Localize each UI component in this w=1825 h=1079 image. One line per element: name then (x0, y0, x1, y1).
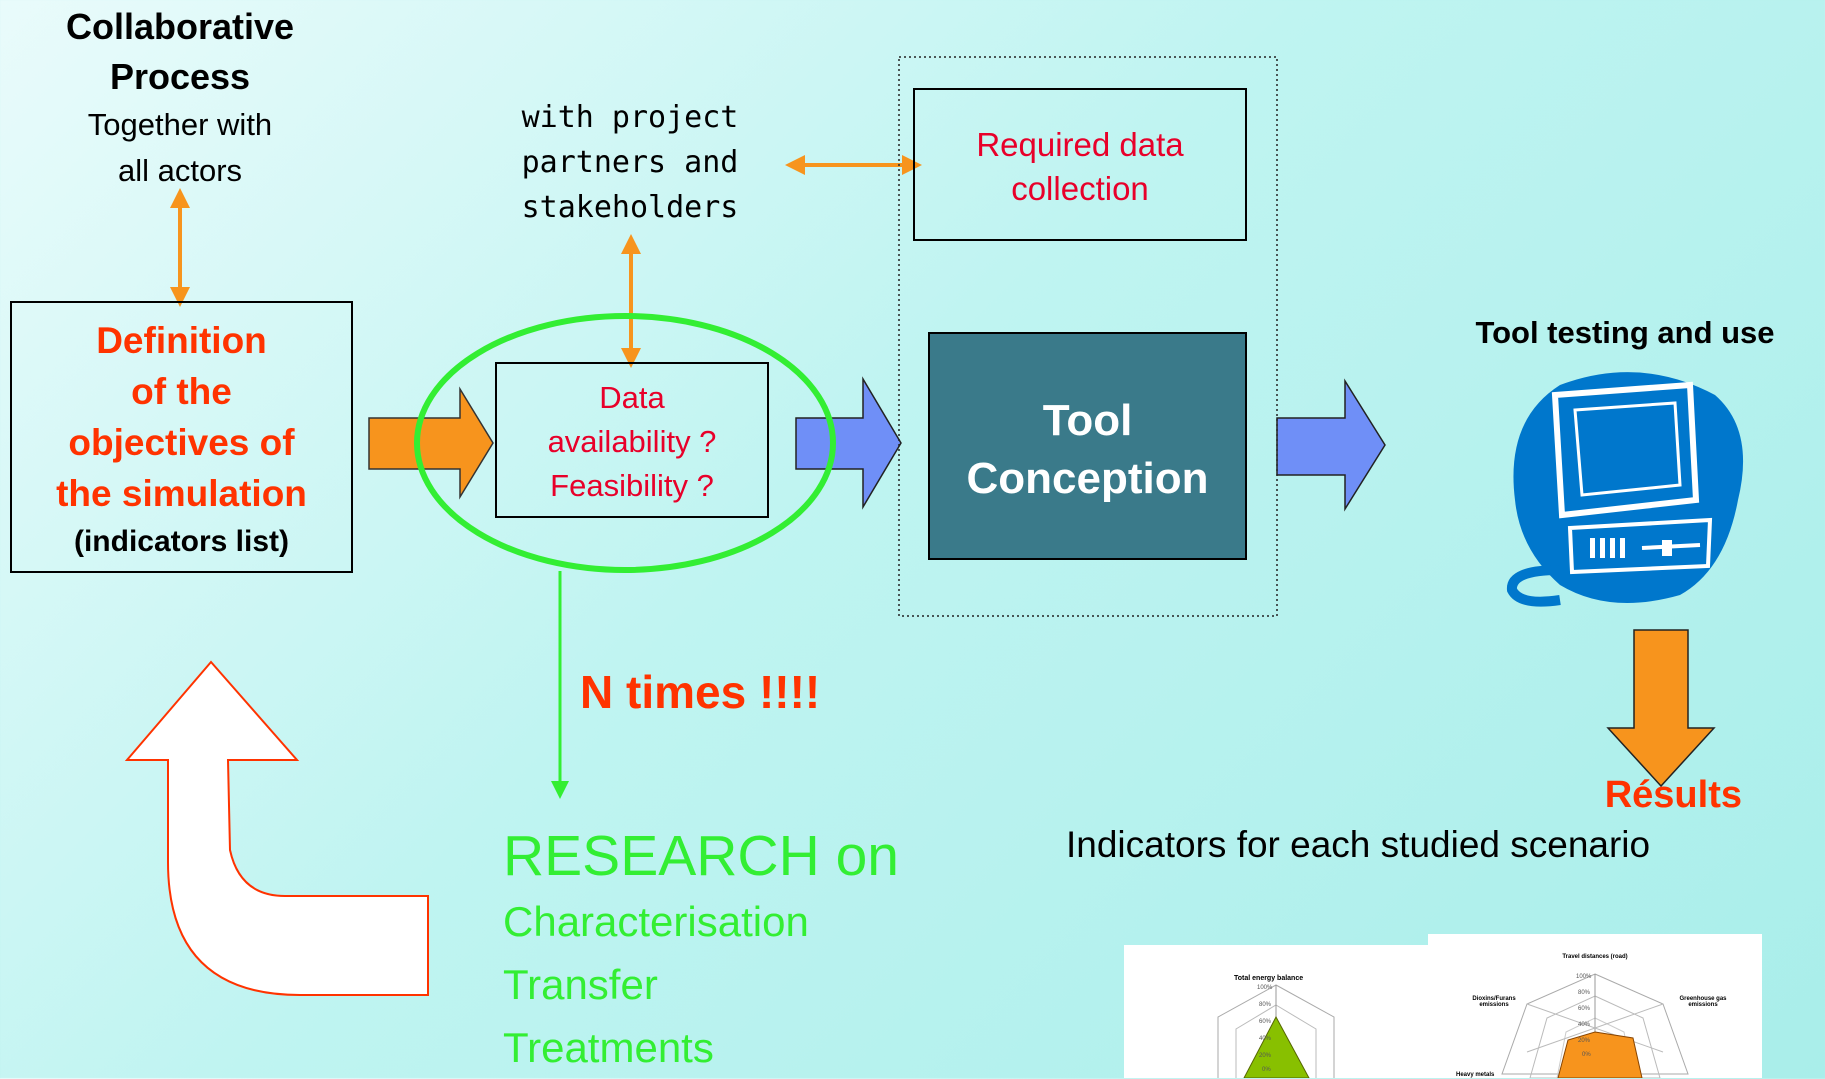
availability-line2: availability ? (547, 424, 717, 459)
radar-1-tick-0: 100% (1257, 985, 1273, 991)
radar-2-tick-1: 80% (1578, 990, 1591, 996)
required-box: Required data collection (913, 88, 1247, 241)
tool-group-frame (898, 56, 1278, 617)
research-item-treatments: Treatments (503, 1024, 714, 1071)
availability-line3: Feasibility ? (550, 468, 714, 503)
radar-2-tick-4: 20% (1578, 1038, 1591, 1044)
collab-block: Collaborative Process Together with all … (20, 2, 340, 194)
radar-thumbnail-1: Total energy balance 100% 80% 60% 40% 20… (1124, 945, 1428, 1078)
partners-line2: partners and (521, 145, 739, 180)
radar-1-axis-title: Total energy balance (1234, 975, 1304, 982)
partners-block: with project partners and stakeholders (485, 95, 775, 230)
availability-to-tool-arrow (795, 376, 902, 510)
results-title: Résults (1604, 774, 1742, 816)
research-block: RESEARCH on Characterisation Transfer Tr… (503, 822, 899, 1079)
tool-box: Tool Conception (928, 332, 1247, 560)
results-subtitle: Indicators for each studied scenario (1066, 824, 1651, 865)
definition-line2: of the (131, 371, 232, 412)
radar-2-tick-5: 0% (1582, 1052, 1591, 1058)
collab-sub-line1: Together with (87, 107, 273, 142)
radar-2-tick-2: 60% (1578, 1006, 1591, 1012)
radar-2-bottom-left-label: Heavy metals (1456, 1072, 1495, 1078)
required-line2: collection (1011, 170, 1149, 207)
feasibility-highlight-ellipse (414, 313, 836, 573)
radar-1-tick-1: 80% (1259, 1002, 1272, 1008)
definition-box: Definition of the objectives of the simu… (10, 301, 353, 573)
radar-2-tick-3: 40% (1578, 1022, 1591, 1028)
collab-title-line2: Process (109, 56, 251, 97)
definition-line1: Definition (96, 320, 267, 361)
definition-line3: objectives of (68, 422, 295, 463)
radar-thumbnail-2: Travel distances (road) Dioxins/Furans e… (1428, 934, 1762, 1078)
radar-2-right-label: Greenhouse gas emissions (1679, 996, 1727, 1008)
research-item-characterisation: Characterisation (503, 898, 809, 945)
computer-icon (1507, 372, 1744, 607)
radar-2-graphic (1501, 973, 1689, 1078)
tool-line1: Tool (1042, 396, 1133, 445)
research-title: RESEARCH on (503, 824, 899, 888)
definition-line5: (indicators list) (73, 525, 290, 558)
radar-1-tick-5: 0% (1262, 1067, 1271, 1073)
iterate-return-arrow (124, 660, 429, 996)
testing-label: Tool testing and use (1475, 315, 1775, 350)
tool-to-testing-arrow (1276, 378, 1386, 512)
required-line1: Required data (976, 126, 1184, 163)
availability-box: Data availability ? Feasibility ? (495, 362, 769, 518)
testing-to-results-arrow (1606, 629, 1716, 788)
radar-1-tick-4: 20% (1259, 1053, 1272, 1059)
radar-1-graphic (1217, 984, 1335, 1078)
collab-title-line1: Collaborative (65, 6, 295, 47)
partners-line1: with project (521, 100, 739, 135)
radar-1-tick-2: 60% (1259, 1019, 1272, 1025)
definition-line4: the simulation (56, 473, 307, 514)
radar-2-top-label: Travel distances (road) (1562, 954, 1628, 960)
definition-to-availability-arrow (368, 386, 494, 500)
collab-sub-line2: all actors (117, 153, 243, 188)
partners-line3: stakeholders (521, 190, 739, 225)
research-item-transfer: Transfer (503, 961, 658, 1008)
radar-1-tick-3: 40% (1259, 1036, 1272, 1042)
availability-line1: Data (599, 380, 665, 415)
radar-2-tick-0: 100% (1576, 974, 1592, 980)
tool-line2: Conception (966, 454, 1209, 503)
radar-2-left-label: Dioxins/Furans emissions (1472, 996, 1516, 1008)
ntimes-label: N times !!!! (580, 666, 821, 718)
